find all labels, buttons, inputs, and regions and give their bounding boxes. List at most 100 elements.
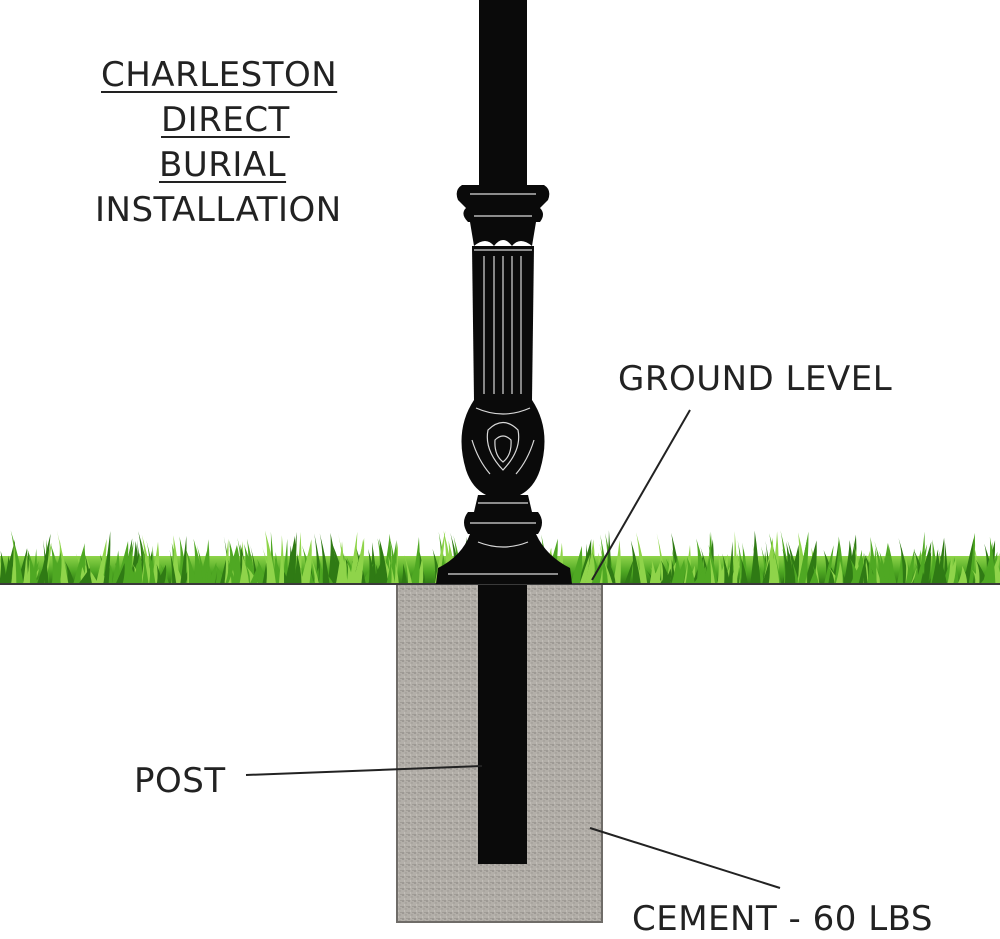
grass-blade: [875, 550, 887, 584]
grass-blade: [226, 557, 236, 584]
grass-blade: [185, 548, 197, 584]
grass-blade: [121, 546, 131, 584]
grass-blade: [782, 548, 794, 584]
buried-post: [478, 584, 527, 864]
grass-blade: [602, 556, 613, 584]
grass-blade: [64, 561, 75, 584]
grass-blade: [980, 568, 993, 584]
grass-blade: [740, 558, 748, 584]
grass-blade: [957, 565, 968, 584]
grass-blade: [434, 530, 446, 584]
grass-blade: [141, 534, 153, 584]
grass-blade: [663, 568, 672, 584]
grass-blade: [156, 564, 163, 584]
grass-blade: [867, 559, 875, 584]
grass-blade: [310, 554, 320, 584]
title-line-1: CHARLESTON: [101, 55, 338, 95]
grass-blade: [300, 539, 312, 584]
grass-blade: [103, 531, 111, 584]
upper-pole: [479, 0, 527, 185]
grass-blade: [798, 531, 809, 584]
grass-blade: [111, 550, 120, 584]
grass-blade: [222, 538, 229, 584]
grass-blade: [127, 561, 136, 584]
grass-blade: [284, 535, 296, 584]
grass-blade: [249, 565, 259, 584]
ornamental-base: [436, 185, 572, 584]
grass-blade: [649, 560, 657, 584]
grass-blade: [612, 540, 621, 584]
grass-blade: [207, 562, 217, 584]
grass-blade: [394, 562, 399, 584]
grass-blade: [318, 558, 323, 584]
grass-blade: [26, 547, 38, 584]
grass-blade: [411, 536, 420, 584]
grass-blade: [225, 544, 238, 584]
grass-blade: [995, 561, 1000, 584]
grass-blade: [835, 560, 843, 584]
grass-blade: [378, 538, 389, 584]
grass-blade: [685, 556, 695, 584]
title-line-4: INSTALLATION: [95, 190, 342, 230]
grass-blade: [982, 553, 991, 584]
grass-blade: [872, 547, 877, 584]
grass-blade: [198, 550, 207, 584]
grass-strip: [0, 530, 1000, 584]
grass-blade: [95, 538, 107, 584]
grass-blade: [973, 545, 982, 584]
grass-blade: [146, 539, 156, 584]
grass-blade: [624, 560, 634, 584]
grass-blade: [791, 558, 800, 584]
grass-blade: [863, 552, 868, 584]
grass-blade: [282, 538, 288, 584]
grass-blade: [193, 538, 204, 584]
grass-blade: [352, 538, 365, 584]
grass-blade: [335, 541, 344, 584]
grass-blade: [264, 530, 277, 584]
grass-blade: [386, 560, 392, 584]
grass-blade: [809, 567, 816, 584]
grass-blade: [728, 541, 733, 584]
grass-blade: [3, 539, 16, 584]
grass-blade: [591, 554, 603, 584]
post-label: POST: [134, 761, 226, 801]
grass-blade: [23, 553, 28, 584]
grass-blade: [115, 563, 125, 584]
grass-blade: [708, 552, 716, 584]
ground-level-label: GROUND LEVEL: [618, 359, 893, 399]
title-line-2: DIRECT: [161, 100, 290, 140]
cement-label: CEMENT - 60 LBS: [632, 899, 933, 939]
grass-blade: [752, 541, 761, 584]
grass-blade: [180, 535, 187, 584]
post-leader: [245, 765, 483, 776]
grass-blade: [232, 545, 242, 584]
grass-blade: [50, 543, 61, 584]
grass-blade: [570, 545, 583, 584]
grass-blade: [73, 543, 85, 584]
grass-blade: [140, 539, 149, 584]
grass-blade: [824, 545, 834, 584]
grass-blade: [963, 538, 974, 584]
grass-blade: [131, 552, 143, 584]
grass-blade: [219, 559, 226, 584]
grass-blade: [717, 553, 724, 584]
grass-blade: [84, 551, 93, 584]
grass-blade: [401, 563, 407, 584]
grass-blade: [368, 548, 376, 584]
grass-blade: [0, 550, 7, 584]
grass-blade: [319, 533, 330, 584]
grass-blade: [56, 530, 69, 584]
grass-blade: [239, 554, 250, 584]
grass-blade: [156, 564, 167, 584]
grass-blade: [703, 552, 711, 584]
grass-blade: [945, 557, 957, 584]
grass-blade: [39, 533, 51, 584]
base-carving-detail: [448, 193, 558, 575]
grass-blade: [937, 544, 948, 584]
grass-blade: [636, 532, 648, 584]
grass-blade: [404, 554, 413, 584]
grass-blade: [693, 566, 707, 584]
grass-blade: [921, 552, 932, 584]
title-line-3: BURIAL: [159, 145, 287, 185]
